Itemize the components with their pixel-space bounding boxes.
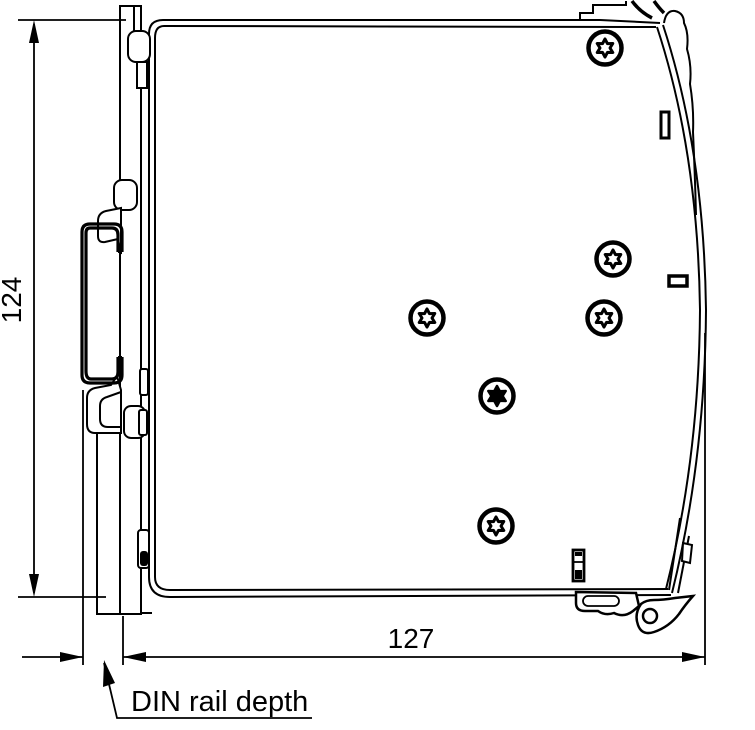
vent-slot-mid [667, 274, 689, 288]
torx-screw [597, 243, 630, 276]
torx-screw [480, 510, 513, 543]
torx-screw-filled [481, 380, 514, 413]
device-top-edge [163, 19, 661, 24]
mounting-bracket [86, 5, 152, 615]
torx-screw [589, 32, 622, 65]
bracket-upper-tab [113, 179, 138, 211]
din-rail-profile [80, 222, 124, 385]
vent-slot-bottom [571, 548, 586, 583]
top-latch-hook [630, 0, 653, 20]
device-front-edge [662, 24, 708, 594]
din-rail-depth-callout: DIN rail depth [22, 390, 312, 719]
latch-release-hole [641, 607, 659, 625]
depth-dimension: 127 [122, 333, 706, 665]
depth-dimension-value: 127 [388, 623, 435, 654]
device-back-edge [148, 19, 171, 598]
height-dimension-value: 124 [0, 277, 27, 324]
device-body [148, 19, 708, 598]
bracket-upper-claw [97, 206, 122, 255]
vent-slot-top [659, 110, 671, 140]
din-rail-depth-label: DIN rail depth [131, 686, 308, 718]
bracket-top-step [136, 61, 148, 89]
height-dimension: 124 [0, 19, 126, 598]
bottom-latch [574, 517, 697, 635]
top-front-flap [663, 9, 697, 216]
bracket-lower-clip [86, 373, 122, 434]
bracket-top-tab [127, 30, 151, 63]
bottom-latch-slider [574, 590, 641, 617]
top-latch [579, 0, 697, 216]
torx-screw [411, 302, 444, 335]
torx-screw [588, 302, 621, 335]
